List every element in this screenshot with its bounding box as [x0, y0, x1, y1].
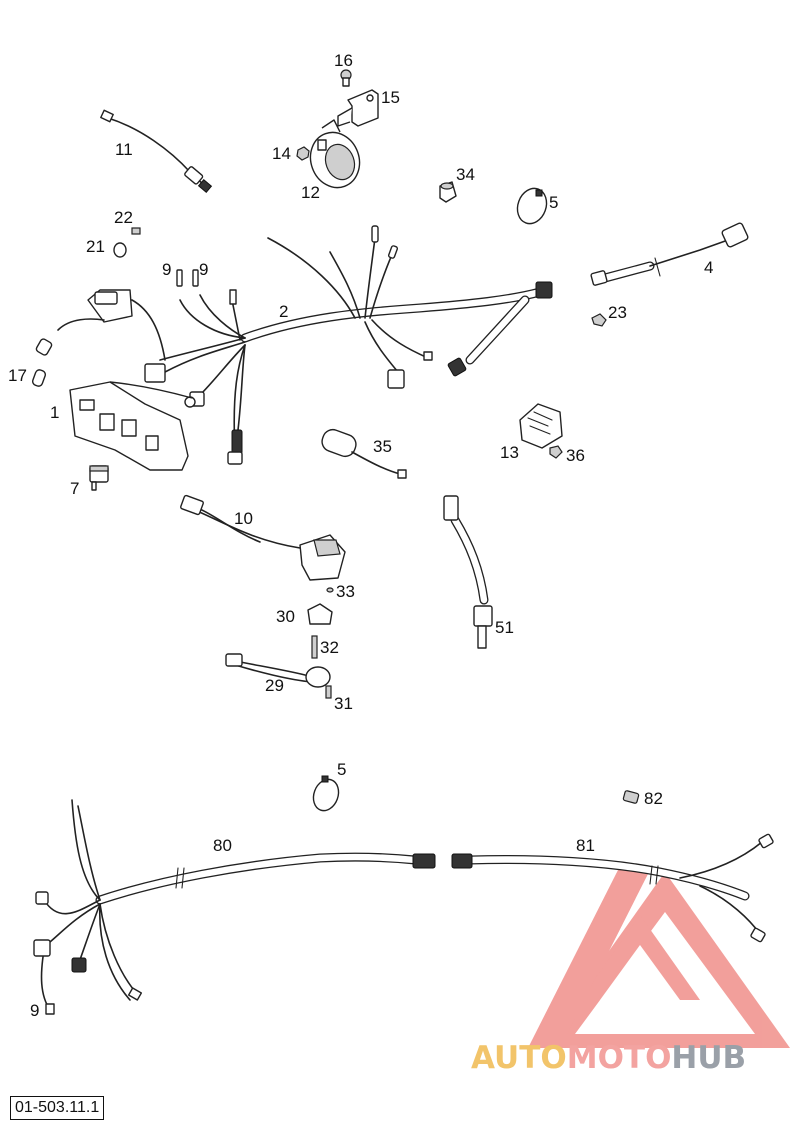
label-35: 35	[373, 437, 392, 456]
part-32-screw	[311, 635, 318, 659]
part-5-cable-tie-top	[516, 187, 548, 225]
part-17-bulb	[31, 369, 47, 387]
watermark-auto: AUTO	[471, 1040, 567, 1076]
label-5-bottom: 5	[337, 760, 346, 779]
label-31: 31	[334, 694, 353, 713]
label-7: 7	[70, 479, 79, 498]
label-81: 81	[576, 836, 595, 855]
part-21-bulb-holder	[113, 242, 127, 258]
label-2: 2	[279, 302, 288, 321]
label-33: 33	[336, 582, 355, 601]
part-5-cable-tie-bottom	[312, 775, 340, 812]
label-10: 10	[234, 509, 253, 528]
part-4-sensor-cable	[590, 222, 749, 286]
label-16: 16	[334, 51, 353, 70]
part-11-sensor-cable	[100, 109, 213, 193]
label-32: 32	[320, 638, 339, 657]
part-35-capacitor	[321, 428, 407, 479]
label-14: 14	[272, 144, 291, 163]
part-23-screw	[591, 313, 607, 327]
label-17: 17	[8, 366, 27, 385]
watermark-moto: MOTO	[566, 1040, 672, 1076]
part-13-regulator	[519, 403, 563, 449]
label-9-left: 9	[162, 260, 171, 279]
part-51-temperature-sensor	[443, 495, 493, 649]
label-34: 34	[456, 165, 475, 184]
label-5-top: 5	[549, 193, 558, 212]
label-9-right: 9	[199, 260, 208, 279]
watermark-logo	[528, 870, 790, 1048]
part-7-relay	[89, 465, 109, 491]
label-11: 11	[115, 140, 133, 159]
part-80-harness	[33, 799, 436, 1015]
part-1-mounting-plate	[69, 381, 196, 471]
part-29-switch-cable	[225, 653, 331, 688]
label-23: 23	[608, 303, 627, 322]
part-81-harness	[451, 833, 774, 943]
label-9-bottom: 9	[30, 1001, 39, 1020]
label-22: 22	[114, 208, 133, 227]
label-21: 21	[86, 237, 105, 256]
label-82: 82	[644, 789, 663, 808]
part-31-screw	[325, 685, 332, 699]
part-16-bolt	[340, 69, 352, 87]
part-2-main-harness	[35, 225, 553, 465]
part-14-nut	[296, 146, 310, 161]
diagram-code-box: 01-503.11.1	[10, 1096, 105, 1120]
part-36-screw	[549, 445, 563, 459]
part-33-washer	[326, 587, 334, 593]
part-30-clamp	[307, 603, 333, 625]
part-9-terminals	[176, 269, 199, 287]
label-15: 15	[381, 88, 400, 107]
label-4: 4	[704, 258, 713, 277]
label-13: 13	[500, 443, 519, 462]
watermark-hub: HUB	[671, 1040, 747, 1076]
label-1: 1	[50, 403, 59, 422]
part-82-connector	[622, 790, 640, 804]
label-51: 51	[495, 618, 514, 637]
label-80: 80	[213, 836, 232, 855]
watermark-text: AUTOMOTOHUB	[471, 1040, 793, 1076]
part-15-bracket	[337, 89, 379, 127]
label-12: 12	[301, 183, 320, 202]
label-29: 29	[265, 676, 284, 695]
part-number-labels: 16 15 11 14 12 34 5 22 21 9 9 4 2 23 17 …	[8, 51, 713, 1020]
part-10-handlebar-switch	[180, 494, 346, 581]
label-30: 30	[276, 607, 295, 626]
label-36: 36	[566, 446, 585, 465]
part-34-cap	[439, 181, 457, 203]
part-22-screw	[131, 227, 141, 235]
part-12-horn	[309, 119, 361, 189]
